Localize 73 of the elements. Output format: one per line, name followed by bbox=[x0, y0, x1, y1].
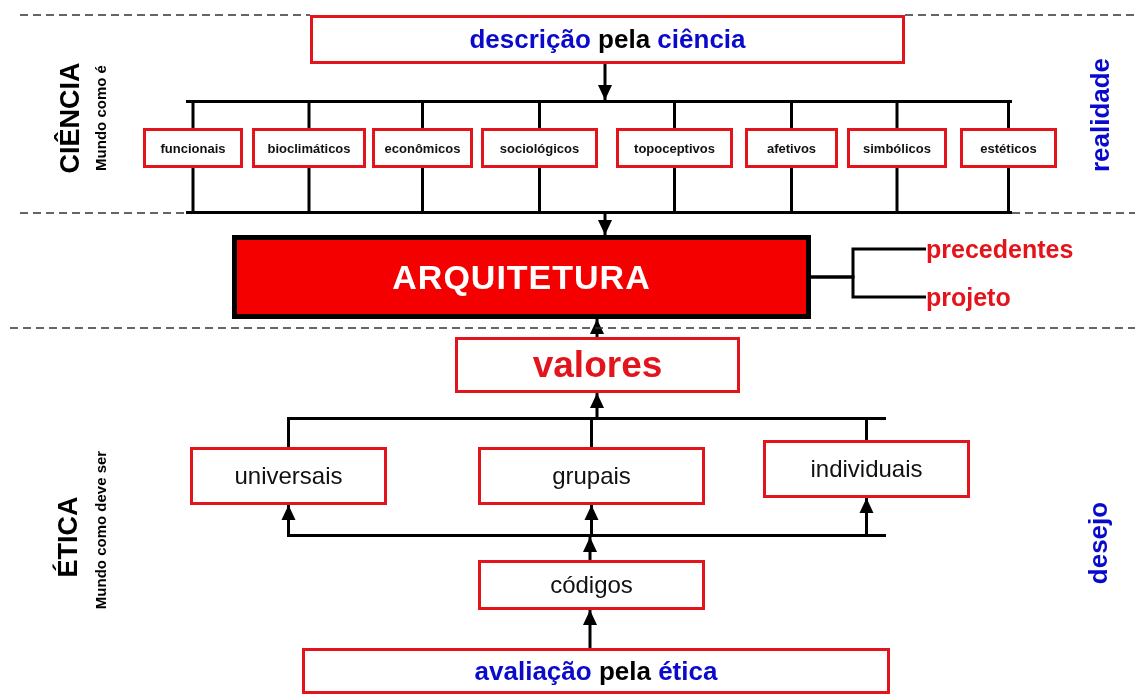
arrow bbox=[583, 537, 597, 560]
connector-line bbox=[790, 168, 793, 211]
side-title: desejo bbox=[1082, 501, 1114, 585]
arrow bbox=[583, 610, 597, 648]
side-title: realidade bbox=[1084, 57, 1116, 173]
box-label: afetivos bbox=[766, 140, 817, 156]
bus-bar bbox=[186, 211, 1012, 214]
arrow bbox=[590, 319, 604, 337]
box-label: econômicos bbox=[384, 140, 461, 156]
connector-line bbox=[865, 420, 868, 440]
side-label: precedentes bbox=[926, 234, 1074, 264]
box-label: individuais bbox=[810, 455, 923, 483]
connector-line bbox=[421, 103, 424, 128]
connector-line bbox=[307, 168, 311, 211]
arrow bbox=[590, 393, 604, 417]
section-subtitle: Mundo como é bbox=[91, 65, 109, 171]
connector-line bbox=[1007, 103, 1010, 128]
category-box bbox=[481, 128, 598, 168]
category-box bbox=[745, 128, 838, 168]
bus-bar bbox=[186, 100, 1012, 103]
category-box bbox=[847, 128, 947, 168]
connector-line bbox=[307, 103, 311, 128]
connector-line bbox=[287, 420, 290, 447]
bus-bar bbox=[287, 534, 886, 537]
connector-line bbox=[590, 420, 593, 447]
box-label: avaliação pela ética bbox=[474, 655, 718, 687]
box-label: grupais bbox=[552, 462, 631, 490]
category-box bbox=[143, 128, 243, 168]
box-label: simbólicos bbox=[863, 140, 931, 156]
box-label: valores bbox=[532, 344, 663, 386]
box-label: descrição pela ciência bbox=[469, 24, 746, 55]
process-box bbox=[478, 447, 705, 505]
connector-line bbox=[191, 168, 195, 211]
process-box bbox=[302, 648, 890, 694]
category-box bbox=[252, 128, 366, 168]
process-box bbox=[455, 337, 740, 393]
connector-line bbox=[538, 168, 541, 211]
connector-line bbox=[673, 103, 676, 128]
arrow bbox=[584, 505, 599, 534]
side-label: projeto bbox=[926, 282, 1011, 312]
section-title: CIÊNCIA bbox=[54, 62, 86, 174]
section-subtitle: Mundo como deve ser bbox=[91, 450, 109, 610]
box-label: códigos bbox=[550, 571, 633, 599]
box-label: bioclimáticos bbox=[267, 140, 351, 156]
box-label: funcionais bbox=[160, 140, 226, 156]
category-box bbox=[960, 128, 1057, 168]
arrow bbox=[598, 64, 612, 100]
connector-line bbox=[895, 103, 899, 128]
box-label: ARQUITETURA bbox=[392, 257, 651, 297]
section-title: ÉTICA bbox=[52, 496, 84, 578]
category-box bbox=[616, 128, 733, 168]
box-label: topoceptivos bbox=[634, 140, 715, 156]
connector-line bbox=[421, 168, 424, 211]
connector-line bbox=[790, 103, 793, 128]
category-box bbox=[372, 128, 473, 168]
connector-line bbox=[673, 168, 676, 211]
box-label: sociológicos bbox=[499, 140, 580, 156]
box-label: estéticos bbox=[980, 140, 1037, 156]
arrow bbox=[598, 214, 612, 235]
bus-bar bbox=[287, 417, 886, 420]
connector-line bbox=[1007, 168, 1010, 211]
connector-line bbox=[191, 103, 195, 128]
connector-line bbox=[538, 103, 541, 128]
bracket-line bbox=[811, 275, 926, 299]
main-box bbox=[232, 235, 811, 319]
process-box bbox=[763, 440, 970, 498]
process-box bbox=[478, 560, 705, 610]
arrow bbox=[859, 498, 874, 534]
process-box bbox=[310, 15, 905, 64]
box-label: universais bbox=[234, 462, 343, 490]
arrow bbox=[281, 505, 296, 534]
process-box bbox=[190, 447, 387, 505]
connector-line bbox=[895, 168, 899, 211]
